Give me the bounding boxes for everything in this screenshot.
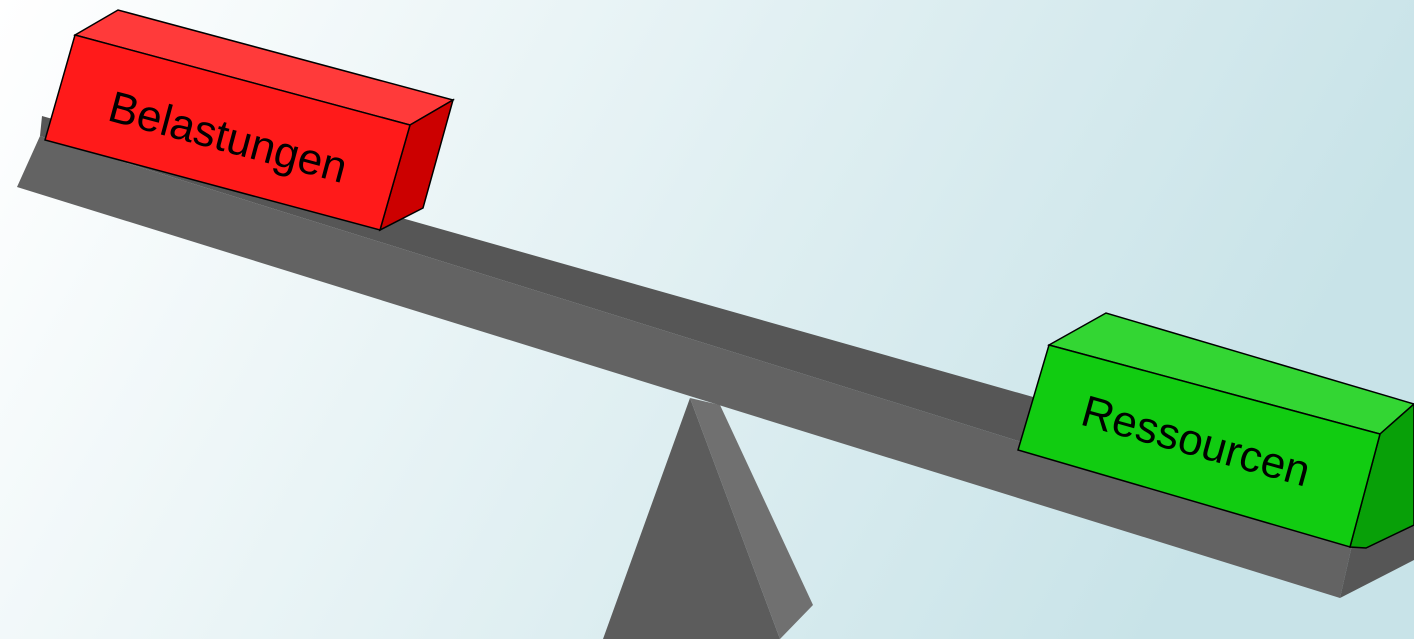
right-block: Ressourcen xyxy=(1017,312,1414,549)
left-block: Belastungen xyxy=(44,9,455,232)
fulcrum-left-face xyxy=(603,398,780,639)
beam-front-face xyxy=(17,136,1352,598)
fulcrum-right-face xyxy=(690,398,813,639)
right-block-front xyxy=(1017,344,1381,548)
fulcrum xyxy=(603,398,813,639)
left-block-front xyxy=(44,34,411,231)
